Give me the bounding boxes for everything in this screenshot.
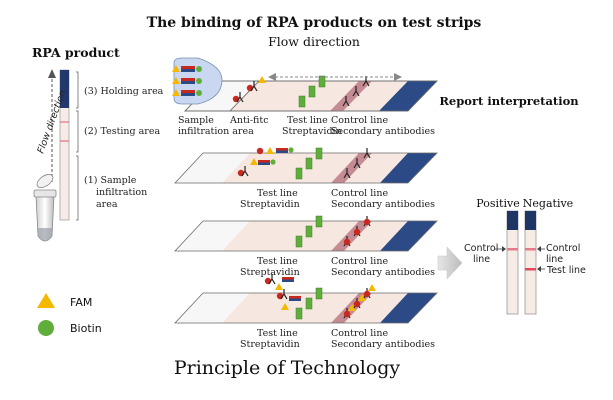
strip1-antifitc-label: Anti-fitc — [229, 115, 269, 126]
streptavidin-blocks — [295, 215, 323, 248]
process-arrow — [437, 246, 463, 280]
strip3-streptavidin-label: Streptavidin — [240, 267, 300, 278]
strip2-control-line-label: Control line — [331, 188, 388, 199]
positive-strip — [506, 210, 519, 315]
test-line-label: Test line — [546, 265, 586, 276]
right-control-arrow — [537, 246, 545, 252]
strip1-streptavidin-label: Streptavidin — [282, 126, 342, 137]
holding-area-label: (3) Holding area — [84, 86, 164, 97]
left-control-line-label-2: line — [473, 254, 490, 265]
sample-area-label-2: infiltration — [96, 187, 147, 198]
anti-fitc-molecules — [232, 76, 266, 103]
legend-fam-label: FAM — [70, 296, 92, 309]
legend-biotin-label: Biotin — [70, 322, 102, 335]
legend-biotin: Biotin — [38, 320, 102, 336]
report-interpretation-heading: Report interpretation — [439, 94, 579, 108]
strip-3 — [174, 215, 438, 252]
left-control-arrow — [495, 246, 506, 252]
right-control-line-label-1: Control — [546, 243, 580, 254]
drop-molecules — [172, 65, 202, 96]
fam-triangle-icon — [37, 293, 55, 308]
strip1-sample-label-2: infiltration area — [178, 126, 254, 137]
testing-area-label: (2) Testing area — [84, 126, 160, 137]
streptavidin-blocks — [298, 75, 326, 108]
strip2-secondary-label: Secondary antibodies — [331, 199, 435, 210]
strip1-test-line-label: Test line — [287, 115, 328, 126]
positive-label: Positive — [476, 197, 519, 210]
strip3-control-line-label: Control line — [331, 256, 388, 267]
diagram-title: The binding of RPA products on test stri… — [147, 15, 482, 31]
footer-title: Principle of Technology — [174, 357, 401, 379]
tube-region-bracket — [76, 71, 79, 221]
test-line-arrow — [537, 266, 545, 272]
strip-4 — [174, 273, 438, 324]
strip4-control-line-label: Control line — [331, 328, 388, 339]
test-strip-vertical — [59, 69, 70, 221]
strip-2 — [174, 147, 438, 184]
sample-area-label-3: area — [96, 199, 118, 210]
bound-secondary-antibodies — [343, 284, 376, 319]
strip1-secondary-label: Secondary antibodies — [331, 126, 435, 137]
sample-tube — [33, 174, 57, 242]
negative-label: Negative — [523, 197, 573, 210]
flow-direction-label: Flow direction — [268, 34, 360, 49]
strip2-test-line-label: Test line — [257, 188, 298, 199]
strip4-streptavidin-label: Streptavidin — [240, 339, 300, 350]
strip1-sample-label-1: Sample — [178, 115, 214, 126]
legend-fam: FAM — [37, 293, 92, 309]
streptavidin-blocks — [295, 287, 323, 320]
strip1-control-line-label: Control line — [331, 115, 388, 126]
migrating-complexes — [237, 147, 294, 177]
strip2-streptavidin-label: Streptavidin — [240, 199, 300, 210]
right-control-line-label-2: line — [546, 254, 563, 265]
strip4-secondary-label: Secondary antibodies — [331, 339, 435, 350]
left-control-line-label-1: Control — [464, 243, 498, 254]
rpa-product-heading: RPA product — [32, 45, 120, 60]
sample-area-label-1: (1) Sample — [84, 175, 137, 186]
strip4-test-line-label: Test line — [257, 328, 298, 339]
negative-strip — [524, 210, 537, 315]
strip3-secondary-label: Secondary antibodies — [331, 267, 435, 278]
streptavidin-blocks — [295, 147, 323, 180]
captured-complexes — [264, 273, 301, 310]
strip-1 — [172, 57, 438, 112]
biotin-circle-icon — [38, 320, 54, 336]
strip3-test-line-label: Test line — [257, 256, 298, 267]
